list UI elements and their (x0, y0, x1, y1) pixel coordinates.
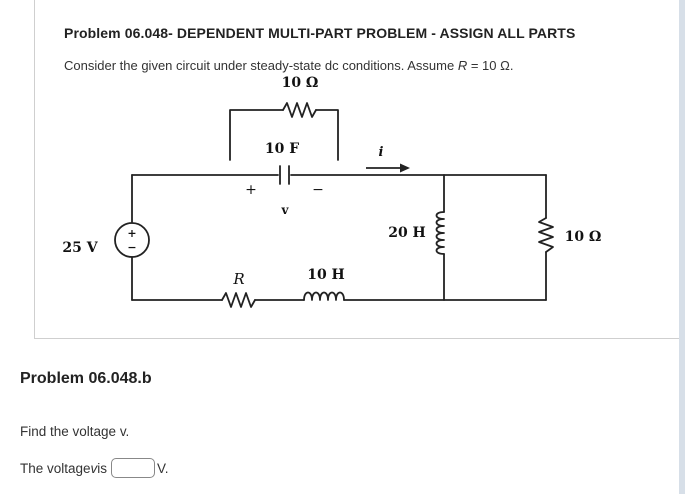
part-title: Problem 06.048.b (20, 370, 152, 387)
inductor-10h-label: 10 H (307, 267, 345, 283)
problem-description: Consider the given circuit under steady-… (64, 58, 513, 73)
inductor-20h-coils (435, 211, 445, 255)
wire-top-left (229, 109, 284, 161)
resistor-r-zigzag (221, 292, 256, 308)
capacitor-voltage-label: v (281, 203, 290, 217)
capacitor-label: 10 F (265, 141, 299, 157)
inductor-10h-coils (303, 291, 345, 301)
capacitor-plus: + (245, 182, 257, 198)
answer-is: is (97, 460, 108, 476)
problem-title: Problem 06.048- DEPENDENT MULTI-PART PRO… (64, 25, 576, 41)
current-label: i (379, 145, 384, 160)
answer-prefix: The voltage (20, 460, 91, 476)
inductor-20h-label: 20 H (388, 225, 426, 241)
top-resistor-zigzag (282, 102, 317, 118)
problem-panel (34, 0, 685, 339)
answer-unit: V. (157, 460, 169, 476)
instruction-text: Find the voltage v. (20, 424, 130, 439)
source-minus: − (127, 241, 136, 254)
wire-top-right (315, 109, 339, 161)
resistor-right-label: 10 Ω (565, 229, 602, 245)
capacitor-minus: − (312, 182, 324, 198)
resistor-r-label: R (232, 270, 244, 288)
scrollbar-strip[interactable] (679, 0, 685, 494)
description-variable: R (457, 58, 468, 73)
description-suffix: = 10 Ω. (467, 58, 514, 73)
voltage-answer-input[interactable] (111, 458, 156, 478)
description-prefix: Consider the given circuit under steady-… (64, 58, 458, 73)
source-plus: + (127, 227, 136, 240)
resistor-right-zigzag (538, 217, 554, 253)
source-label: 25 V (62, 240, 98, 256)
top-resistor-label: 10 Ω (282, 75, 319, 91)
circuit-diagram: 10 Ω 10 F + − v i 25 V + − 20 H 10 Ω R 1… (62, 75, 602, 308)
current-arrow-head (400, 163, 410, 173)
answer-variable: v (90, 460, 98, 476)
answer-row: The voltage v is V. (20, 458, 169, 478)
